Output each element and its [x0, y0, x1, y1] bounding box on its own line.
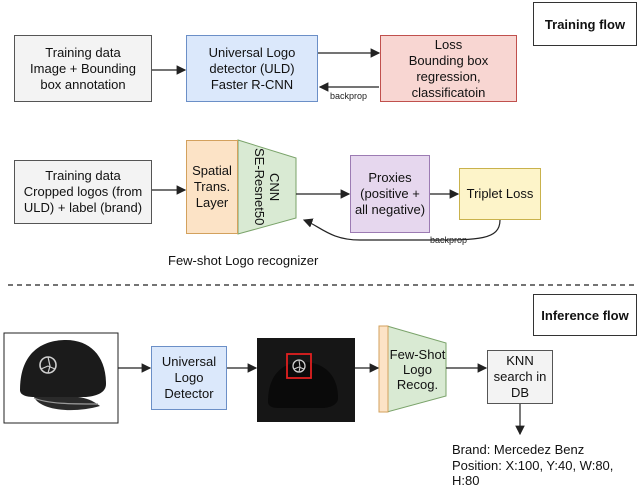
uld-faster-rcnn-box: Universal Logo detector (ULD) Faster R-C… — [186, 35, 318, 102]
training-data-box: Training data Image + Bounding box annot… — [14, 35, 152, 102]
cropped-logos-box: Training data Cropped logos (from ULD) +… — [14, 160, 152, 224]
fewshot-recog-label: Few-Shot Logo Recog. — [389, 346, 446, 392]
cap-image — [3, 332, 119, 424]
triplet-loss-box: Triplet Loss — [459, 168, 541, 220]
detection-image — [257, 338, 355, 422]
training-flow-tag: Training flow — [533, 2, 637, 46]
proxies-box: Proxies (positive + all negative) — [350, 155, 430, 233]
result-brand: Brand: Mercedez Benz — [452, 442, 585, 457]
universal-logo-detector-box: Universal Logo Detector — [151, 346, 227, 410]
spatial-transformer-box: Spatial Trans. Layer — [186, 140, 238, 234]
loss-box: Loss Bounding box regression, classifica… — [380, 35, 517, 102]
fewshot-spatial-strip — [378, 325, 389, 413]
result-position: Position: X:100, Y:40, W:80, H:80 — [452, 458, 614, 488]
cnn-trapezoid — [237, 139, 297, 235]
backprop-label-1: backprop — [330, 91, 368, 101]
inference-flow-tag: Inference flow — [533, 294, 637, 336]
cnn-label: CNN SE-Resnet50 — [252, 148, 282, 226]
knn-search-box: KNN search in DB — [487, 350, 553, 404]
arrow-triplet-backprop — [302, 218, 501, 241]
diagram-canvas — [3, 48, 634, 436]
few-shot-recognizer-caption: Few-shot Logo recognizer — [168, 253, 319, 268]
backprop-label-2: backprop — [430, 235, 468, 245]
